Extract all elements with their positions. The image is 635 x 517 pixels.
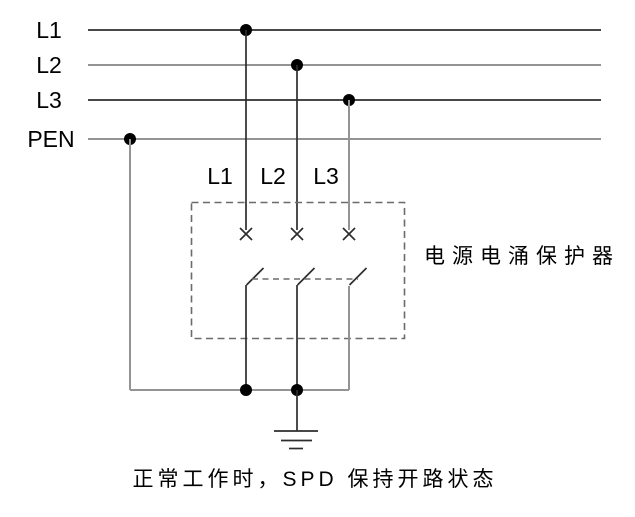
bus-label-l2: L2 — [36, 52, 62, 78]
caption-text: 正常工作时，SPD 保持开路状态 — [132, 468, 497, 491]
switch-output-lines — [245, 285, 350, 390]
spd-input-label-l3: L3 — [313, 163, 339, 189]
bus-label-pen: PEN — [27, 126, 74, 152]
bus-junction-dots — [124, 24, 355, 145]
spd-input-label-l2: L2 — [260, 163, 286, 189]
bus-labels: L1 L2 L3 PEN — [27, 17, 74, 152]
power-bus-lines — [88, 29, 601, 140]
disconnect-cross-icon-l3 — [342, 227, 356, 241]
disconnect-cross-icons — [239, 227, 356, 241]
bus-label-l3: L3 — [36, 87, 62, 113]
spd-boundary-box — [190, 201, 406, 340]
switch-blade-l3 — [348, 267, 368, 286]
spd-input-label-l1: L1 — [207, 163, 233, 189]
spd-input-labels: L1 L2 L3 — [207, 163, 339, 189]
open-switch-symbols — [245, 267, 368, 286]
switch-blade-l1 — [245, 267, 265, 286]
switch-blade-l2 — [296, 267, 316, 286]
disconnect-cross-icon-l1 — [239, 227, 253, 241]
spd-device-label: 电源电涌保护器 — [424, 245, 620, 268]
junction-dot-earth-1 — [240, 384, 252, 396]
disconnect-cross-icon-l2 — [290, 227, 304, 241]
bus-label-l1: L1 — [36, 17, 62, 43]
earth-ground-icon — [274, 390, 318, 450]
